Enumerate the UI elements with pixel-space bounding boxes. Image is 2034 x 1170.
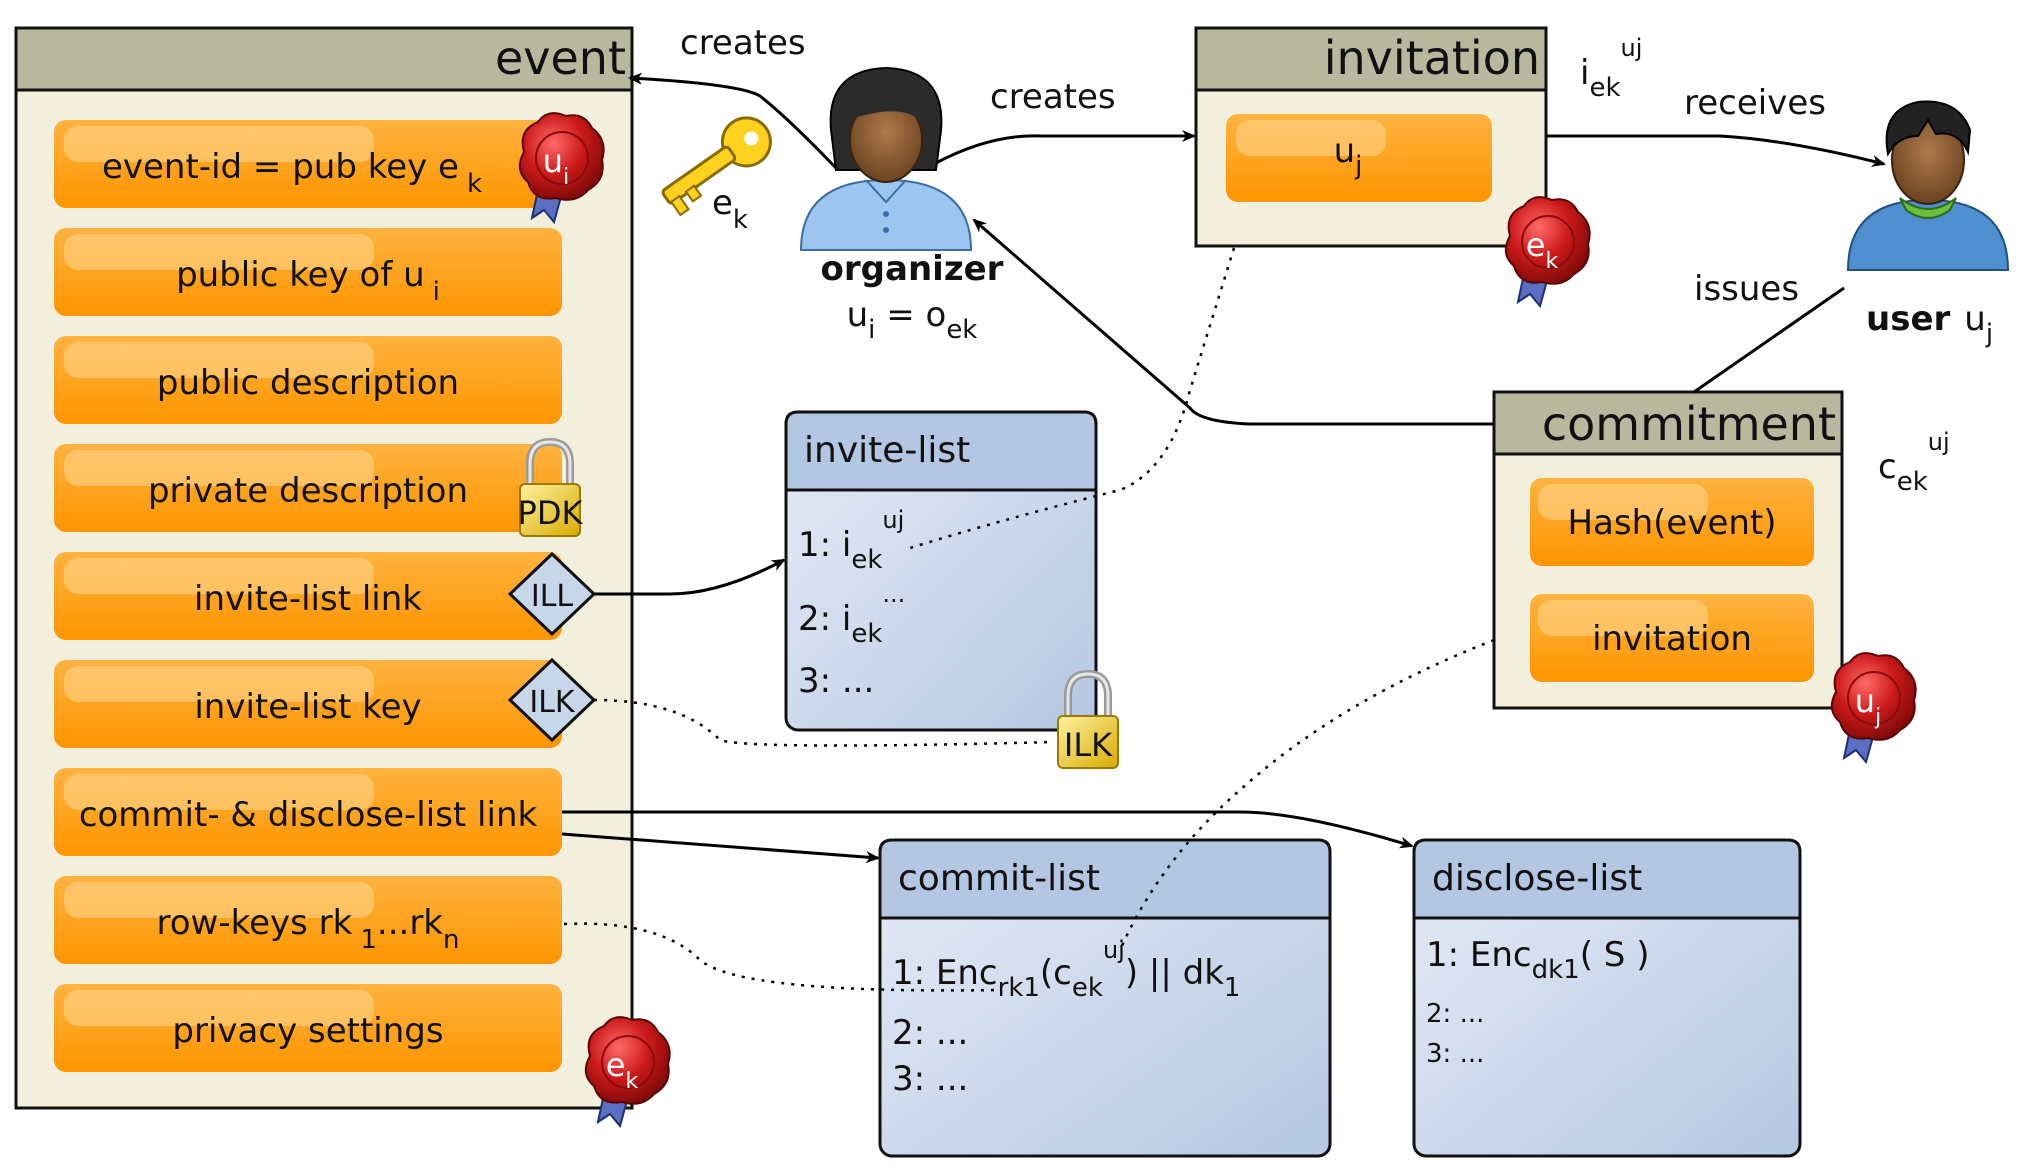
event-field: public description <box>54 336 562 424</box>
arrow-organizer-creates-event <box>628 72 838 170</box>
arrow-organizer-creates-invitation <box>933 130 1196 166</box>
ilk-diamond-label: ILK <box>529 685 576 720</box>
commitment-box: commitment Hash(event) invitation <box>1492 390 1844 710</box>
pdk-lock-label: PDK <box>518 494 584 532</box>
invite-list-row-1: 1: iekuj <box>798 506 904 575</box>
label-creates-event: creates <box>680 23 806 63</box>
event-seal-label: ek <box>606 1046 639 1094</box>
invitation-title: invitation <box>1324 31 1540 85</box>
ilk-diamond: ILK <box>507 657 597 743</box>
arrow-invitation-to-user <box>1546 134 1886 167</box>
event-field: invite-list link <box>54 552 562 640</box>
commit-list-box: commit-list 1: Encrk1(cekuj) || dk1 2: .… <box>878 838 1332 1158</box>
event-id-seal-label: ui <box>543 142 569 190</box>
event-field-label: private description <box>148 471 468 511</box>
event-field: invite-list key <box>54 660 562 748</box>
disclose-list-row-2: 2: ... <box>1426 999 1484 1029</box>
commit-list-title: commit-list <box>898 858 1100 899</box>
label-receives: receives <box>1684 83 1826 123</box>
commit-list-row-1: 1: Encrk1(cekuj) || dk1 <box>892 936 1240 1003</box>
event-field: private description <box>54 444 562 532</box>
disclose-list-row-3: 3: ... <box>1426 1039 1484 1069</box>
organizer-name: organizer <box>821 249 1004 289</box>
commitment-field-hash: Hash(event) <box>1567 503 1776 543</box>
key-label: ek <box>712 183 748 235</box>
invite-list-row-3: 3: ... <box>798 661 874 701</box>
event-field-label: public description <box>157 363 459 403</box>
commit-list-row-3: 3: ... <box>892 1059 968 1099</box>
organizer-equation: ui = oek <box>847 295 978 345</box>
label-creates-invitation: creates <box>990 77 1116 117</box>
dotted-ilk-to-lock <box>593 698 1055 747</box>
invite-list-row-2: 2: iek... <box>798 580 905 649</box>
invitation-seal-label: ek <box>1526 226 1559 274</box>
ill-diamond-label: ILL <box>531 579 574 614</box>
event-field-label: commit- & disclose-list link <box>79 795 538 835</box>
event-title: event <box>495 31 626 85</box>
dotted-invitation-to-invite-row <box>909 247 1236 550</box>
arrow-commitment-to-organizer <box>972 218 1494 426</box>
line-user-issues-commitment <box>1693 286 1845 394</box>
ilk-lock-label: ILK <box>1064 726 1113 764</box>
arrow-to-disclose-list <box>562 810 1414 849</box>
event-field-label: invite-list key <box>194 687 421 727</box>
disclose-list-title: disclose-list <box>1432 858 1642 899</box>
invitation-field: uj <box>1334 131 1363 181</box>
commitment-side-label: cekuj <box>1878 428 1950 497</box>
invitation-side-label: iekuj <box>1580 34 1642 103</box>
invitation-box: invitation uj <box>1194 26 1548 248</box>
commitment-title: commitment <box>1542 397 1836 451</box>
commit-list-row-2: 2: ... <box>892 1013 968 1053</box>
arrow-ill-to-invite-list <box>592 558 786 596</box>
invite-list-box: invite-list 1: iekuj 2: iek... 3: ... <box>784 410 1098 732</box>
event-field-label: invite-list link <box>194 579 422 619</box>
arrow-to-commit-list <box>561 832 880 864</box>
commitment-seal-label: uj <box>1855 682 1881 730</box>
ill-diamond: ILL <box>507 551 597 637</box>
event-field: commit- & disclose-list link <box>54 768 562 856</box>
connectors <box>561 72 1886 992</box>
event-field-label: privacy settings <box>172 1011 443 1051</box>
event-field: privacy settings <box>54 984 562 1072</box>
commitment-field-invitation: invitation <box>1592 619 1752 659</box>
disclose-list-box: disclose-list 1: Encdk1( S ) 2: ... 3: .… <box>1412 838 1802 1158</box>
key-icon <box>661 116 772 217</box>
dotted-commitment-to-commit-row <box>1118 638 1495 951</box>
invite-list-title: invite-list <box>804 430 970 471</box>
user-person-icon <box>1847 100 2009 271</box>
disclose-list-row-1: 1: Encdk1( S ) <box>1426 935 1649 985</box>
label-issues: issues <box>1694 269 1799 309</box>
